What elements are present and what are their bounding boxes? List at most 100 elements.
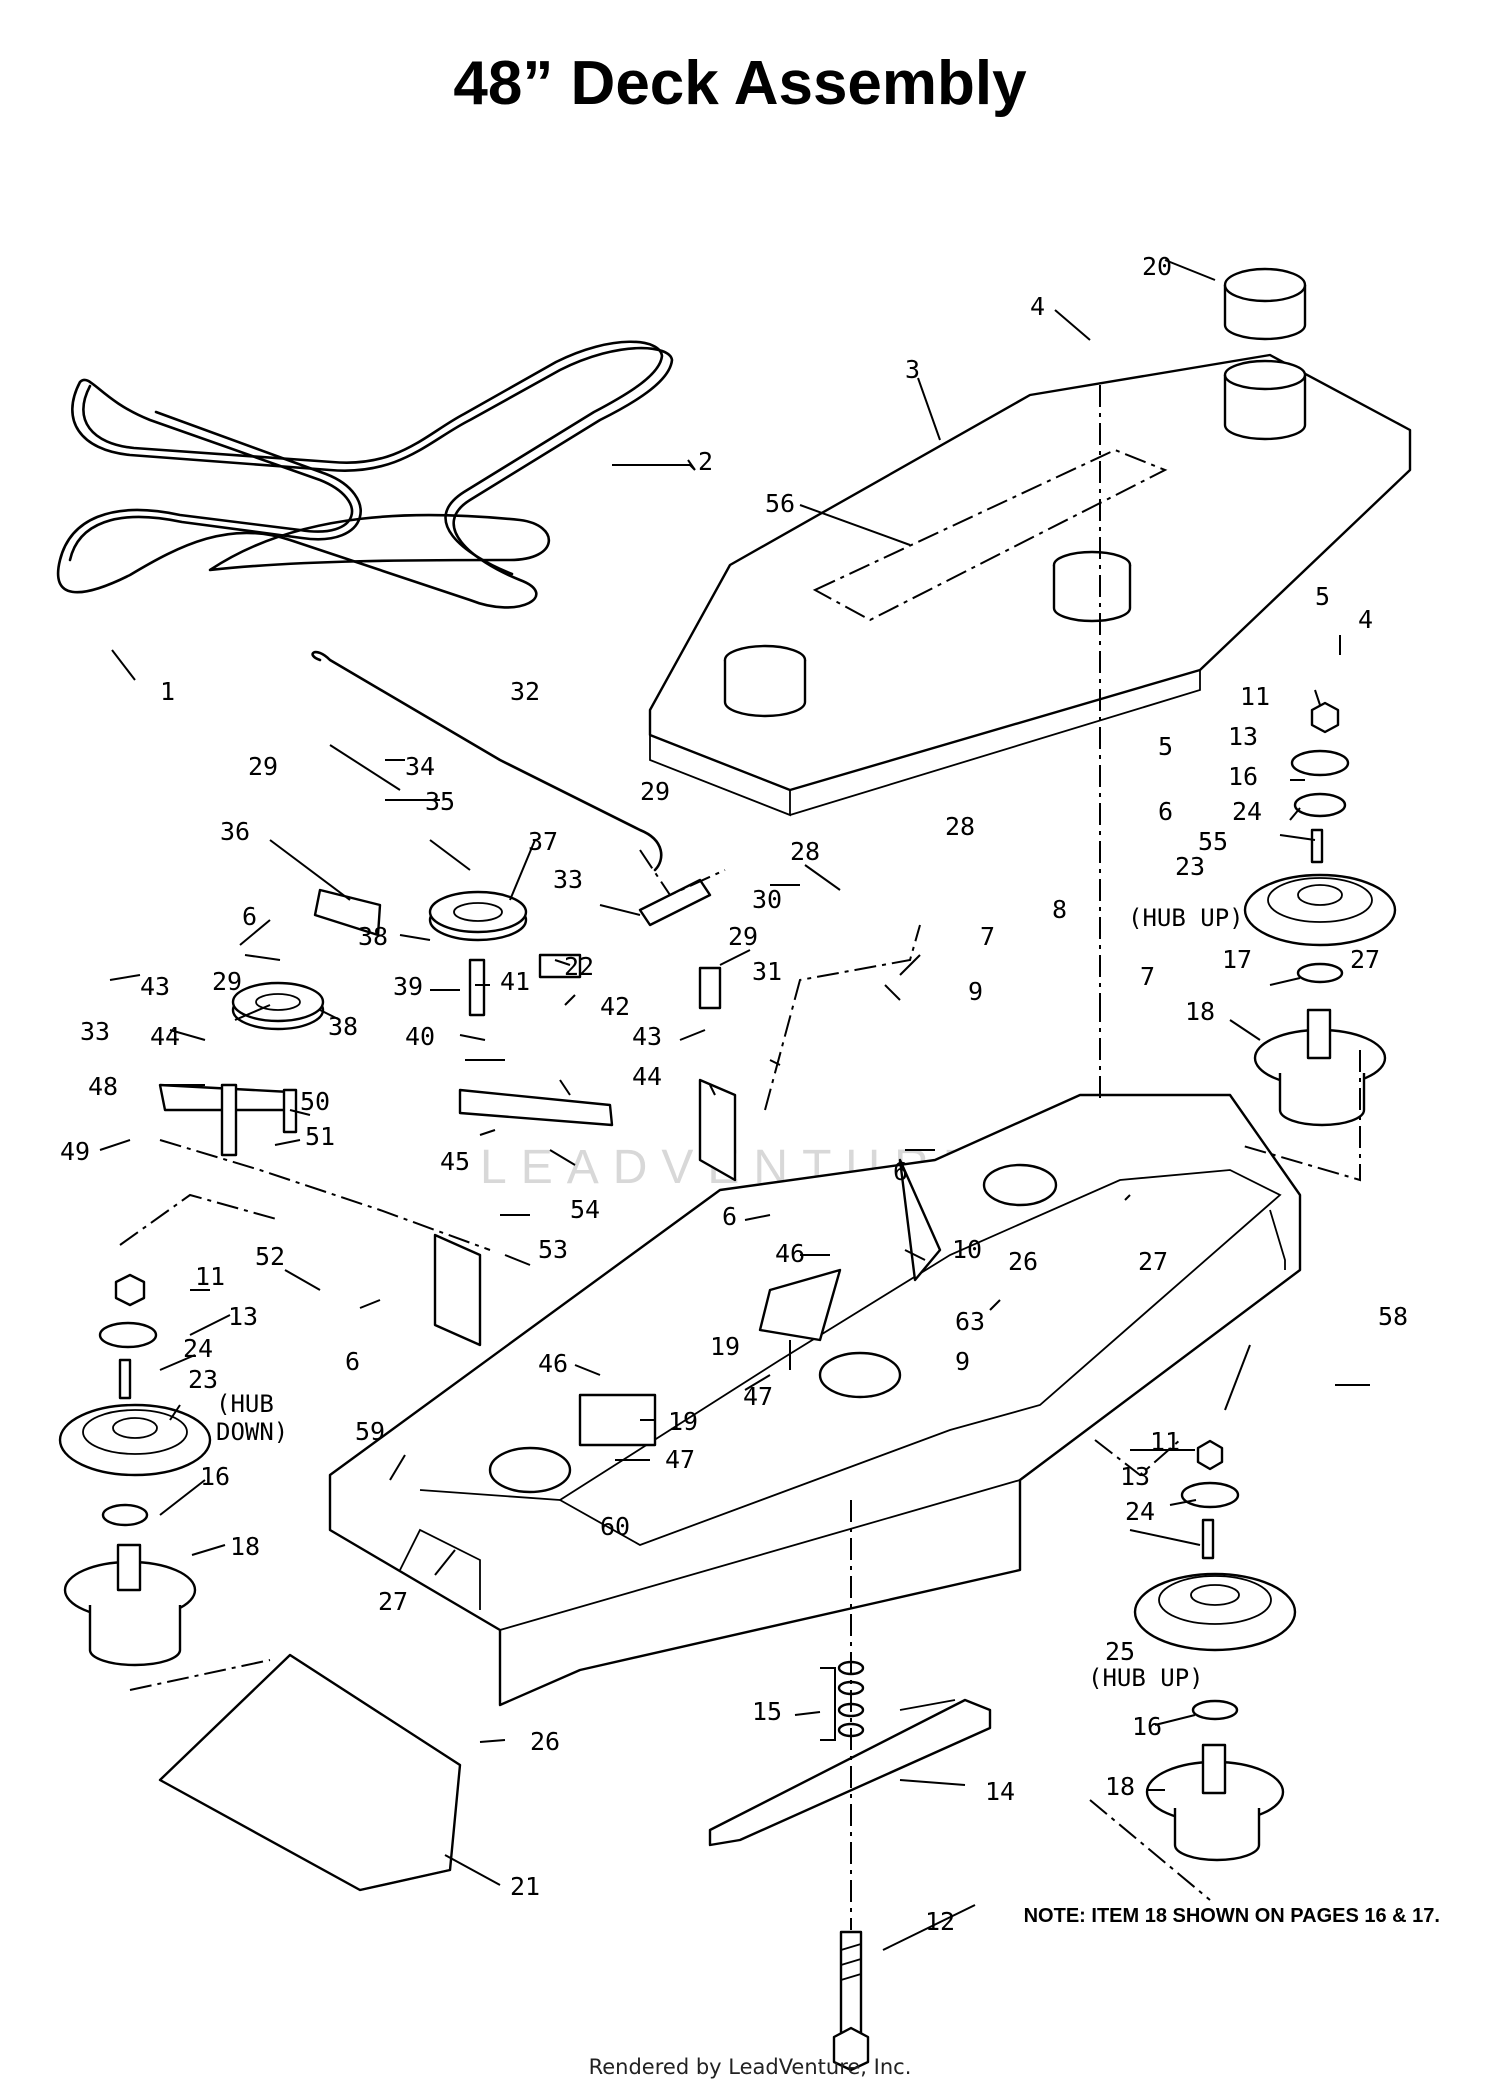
- callout-11: 11: [1240, 682, 1270, 711]
- callout-33: 33: [553, 865, 583, 894]
- callout-5: 5: [1315, 582, 1330, 611]
- callout-24c: 24: [1125, 1497, 1155, 1526]
- callout-54: 54: [570, 1195, 600, 1224]
- callout-11c: 11: [1150, 1427, 1180, 1456]
- callout-37: 37: [528, 827, 558, 856]
- callout-60: 60: [600, 1512, 630, 1541]
- callout-9b: 9: [955, 1347, 970, 1376]
- callout-52: 52: [255, 1242, 285, 1271]
- callout-25: 25: [1105, 1637, 1135, 1666]
- callout-3: 3: [905, 355, 920, 384]
- callout-12: 12: [925, 1907, 955, 1936]
- callout-26: 26: [1008, 1247, 1038, 1276]
- callout-38b: 38: [328, 1012, 358, 1041]
- callout-29d: 29: [728, 922, 758, 951]
- callout-14: 14: [985, 1777, 1015, 1806]
- callout-23: 23: [1175, 852, 1205, 881]
- callout-5b: 5: [1158, 732, 1173, 761]
- callout-40: 40: [405, 1022, 435, 1051]
- callout-10: 10: [952, 1235, 982, 1264]
- callout-55: 55: [1198, 827, 1228, 856]
- callout-45: 45: [440, 1147, 470, 1176]
- callout-22: 22: [564, 952, 594, 981]
- callout-2: 2: [698, 447, 713, 476]
- callout-56: 56: [765, 489, 795, 518]
- callout-6d: 6: [722, 1202, 737, 1231]
- callout-9: 9: [968, 977, 983, 1006]
- callout-26b: 26: [530, 1727, 560, 1756]
- callout-50: 50: [300, 1087, 330, 1116]
- callout-1: 1: [160, 677, 175, 706]
- discharge-chute: [158, 1653, 462, 1892]
- callout-44: 44: [150, 1022, 180, 1051]
- callout-34: 34: [405, 752, 435, 781]
- callout-29b: 29: [640, 777, 670, 806]
- hub-up-label-top: (HUB UP): [1128, 904, 1244, 932]
- callout-47: 47: [743, 1382, 773, 1411]
- callout-59: 59: [355, 1417, 385, 1446]
- left-spindle-assembly: [58, 1273, 212, 1667]
- callout-16: 16: [1228, 762, 1258, 791]
- callout-17: 17: [1222, 945, 1252, 974]
- callout-21: 21: [510, 1872, 540, 1901]
- callout-24b: 24: [183, 1334, 213, 1363]
- callout-39: 39: [393, 972, 423, 1001]
- callout-28b: 28: [945, 812, 975, 841]
- callout-6b: 6: [242, 902, 257, 931]
- callout-7: 7: [980, 922, 995, 951]
- callout-63: 63: [955, 1307, 985, 1336]
- callout-53: 53: [538, 1235, 568, 1264]
- callout-23b: 23: [188, 1365, 218, 1394]
- callout-6c: 6: [893, 1157, 908, 1186]
- callout-labels: 1 2 3 4 4 5 5 6 6 6 6 6 7 7 8 9 9 10 11 …: [60, 252, 1408, 1936]
- hub-down-label-line2: DOWN): [216, 1418, 288, 1446]
- callout-15: 15: [752, 1697, 782, 1726]
- callout-4b: 4: [1358, 605, 1373, 634]
- callout-31: 31: [752, 957, 782, 986]
- callout-13: 13: [1228, 722, 1258, 751]
- callout-18b: 18: [230, 1532, 260, 1561]
- hub-up-label-bottom: (HUB UP): [1088, 1664, 1204, 1692]
- callout-42: 42: [600, 992, 630, 1021]
- callout-49: 49: [60, 1137, 90, 1166]
- callout-8: 8: [1052, 895, 1067, 924]
- callout-19b: 19: [668, 1407, 698, 1436]
- render-credit: Rendered by LeadVenture, Inc.: [588, 2055, 912, 2079]
- callout-43b: 43: [632, 1022, 662, 1051]
- callout-35: 35: [425, 787, 455, 816]
- callout-6e: 6: [345, 1347, 360, 1376]
- page-title: 48” Deck Assembly: [453, 49, 1027, 118]
- assembly-reference-lines: [119, 385, 1361, 1930]
- deck-brackets: [399, 1078, 942, 1610]
- callout-24: 24: [1232, 797, 1262, 826]
- callout-20: 20: [1142, 252, 1172, 281]
- callout-27: 27: [1350, 945, 1380, 974]
- callout-46b: 46: [538, 1349, 568, 1378]
- callout-18: 18: [1185, 997, 1215, 1026]
- callout-18c: 18: [1105, 1772, 1135, 1801]
- callout-46: 46: [775, 1239, 805, 1268]
- callout-29c: 29: [212, 967, 242, 996]
- callout-19: 19: [710, 1332, 740, 1361]
- callout-30: 30: [752, 885, 782, 914]
- callout-leaders: [99, 259, 1370, 1951]
- callout-11b: 11: [195, 1262, 225, 1291]
- callout-16b: 16: [200, 1462, 230, 1491]
- caster-bushing-20: [1223, 267, 1307, 441]
- idler-arm-assembly: [158, 650, 722, 1157]
- callout-41: 41: [500, 967, 530, 996]
- callout-58: 58: [1378, 1302, 1408, 1331]
- deck-top-cover: [648, 353, 1412, 817]
- callout-28: 28: [790, 837, 820, 866]
- callout-27c: 27: [378, 1587, 408, 1616]
- callout-6: 6: [1158, 797, 1173, 826]
- callout-38: 38: [358, 922, 388, 951]
- right-bottom-spindle-assembly: [1133, 1439, 1297, 1862]
- callout-36: 36: [220, 817, 250, 846]
- belt-drawing: [56, 340, 674, 609]
- callout-44b: 44: [632, 1062, 662, 1091]
- callout-4: 4: [1030, 292, 1045, 321]
- callout-27b: 27: [1138, 1247, 1168, 1276]
- mower-deck-housing: [328, 1093, 1302, 1707]
